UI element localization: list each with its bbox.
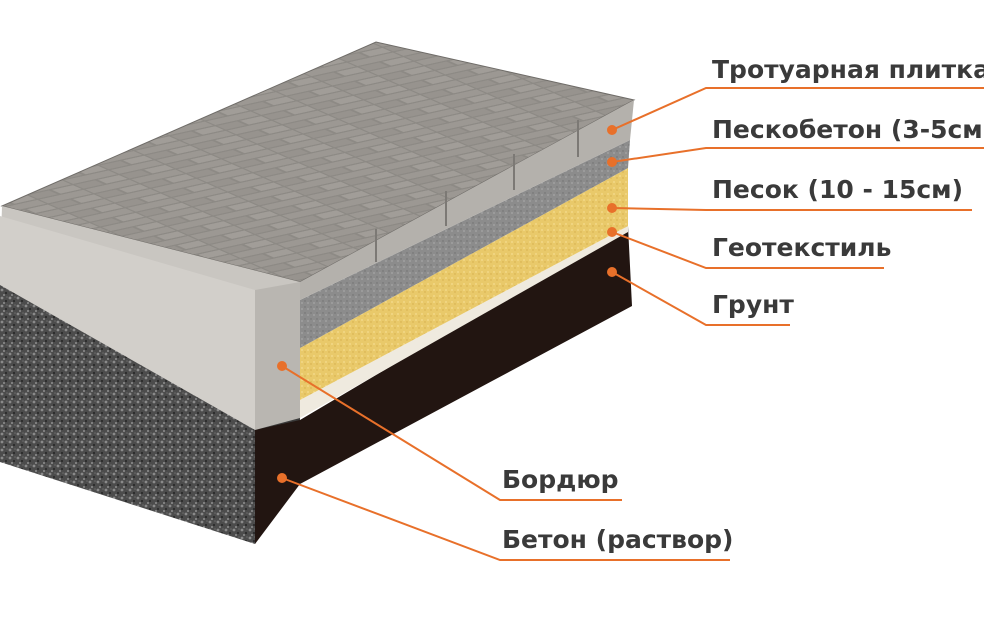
sand-layer xyxy=(300,168,628,400)
label-soil: Грунт xyxy=(712,290,794,319)
geotextile-layer xyxy=(300,226,628,418)
soil-layer xyxy=(255,226,632,544)
leader-curb xyxy=(281,365,622,501)
leader-dots xyxy=(277,125,617,483)
label-sand: Песок (10 - 15см) xyxy=(712,175,963,204)
leader-soil xyxy=(611,271,790,326)
leader-tile xyxy=(611,87,984,131)
leader-lines xyxy=(281,87,984,561)
label-concrete: Бетон (раствор) xyxy=(502,525,733,554)
leader-geotextile xyxy=(611,231,884,269)
curb-stone xyxy=(0,206,300,430)
leader-sand-concrete xyxy=(611,147,984,163)
paving-tile-surface xyxy=(0,41,636,300)
sand-concrete-layer xyxy=(300,140,630,348)
label-curb: Бордюр xyxy=(502,465,619,494)
label-tile: Тротуарная плитка xyxy=(712,55,984,84)
leader-sand xyxy=(611,207,972,211)
leader-concrete xyxy=(281,477,730,561)
label-sand-concrete: Пескобетон (3-5см xyxy=(712,115,983,144)
label-geotextile: Геотекстиль xyxy=(712,233,891,262)
